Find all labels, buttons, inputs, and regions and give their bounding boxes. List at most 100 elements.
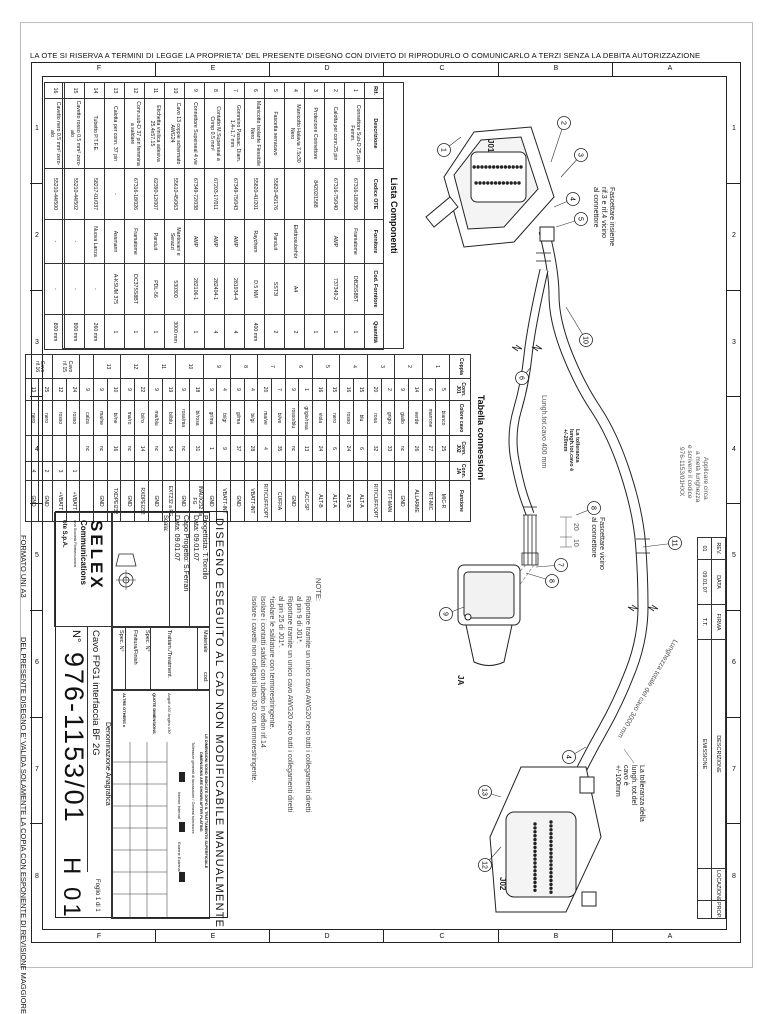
- component-cell: 2: [324, 82, 345, 99]
- connection-table-title: Tabella connessioni: [476, 394, 486, 481]
- connection-color: rosa: [367, 400, 382, 436]
- component-cell: 55610-45/063: [164, 168, 185, 220]
- component-cell: Conn.sub-D 37 pin femmina a saldare: [124, 98, 145, 169]
- pair-cell: [79, 354, 94, 379]
- connection-color: giallo: [394, 400, 409, 436]
- revision-header: DESCRIZIONE: [711, 639, 726, 869]
- connection-ja: [394, 461, 409, 481]
- pair-cell: Cavo rif.15: [52, 354, 80, 379]
- component-cell: 4: [224, 314, 245, 350]
- note-line: al pin 9 di J01*.: [295, 596, 302, 644]
- notes: NOTE: Riportare tramite un unico cavo AW…: [249, 578, 323, 812]
- connection-j02: 1: [203, 435, 217, 462]
- connection-ja: [422, 461, 436, 481]
- connection-color: bi/ne: [107, 400, 121, 436]
- connection-color: rosso: [52, 400, 67, 436]
- balloon-number: 6: [518, 376, 525, 380]
- balloon-callout: 11: [642, 536, 682, 550]
- balloon-callout: 7: [535, 558, 568, 572]
- applicare-line4: 976-1153/01HXX: [678, 447, 685, 497]
- toll-20-line1: La tolleranza: [574, 429, 580, 464]
- tolerance-others: ALTRE OTHERS ±: [122, 693, 127, 728]
- pin-icon: [511, 165, 515, 169]
- connection-color: ma/blu: [148, 400, 163, 436]
- component-cell: Raychem: [244, 219, 265, 264]
- component-cell: 6: [244, 82, 265, 99]
- zone-divider: [727, 609, 740, 611]
- component-cell: Cavo 13 coppie schermato AWG24: [164, 98, 185, 169]
- connection-func: ACC-SP: [298, 480, 313, 522]
- component-cell: 1: [124, 314, 145, 350]
- connection-j01: 5: [435, 378, 450, 401]
- balloon-number: 1: [440, 148, 447, 152]
- component-cell: 13: [104, 82, 125, 99]
- component-cell: 800 mm: [64, 314, 85, 350]
- component-cell: 67349-75/043: [224, 168, 245, 220]
- component-cell: 1: [184, 314, 205, 350]
- pin-icon: [549, 874, 553, 879]
- balloon-number: 3: [577, 153, 584, 157]
- tolerance-note-1: LE DIMENSIONI SONO INDICATE DOPO IL TRAT…: [204, 734, 208, 869]
- connection-color: bi/rosa: [189, 400, 204, 436]
- connection-j01: 14: [408, 378, 423, 401]
- pin-icon: [533, 830, 537, 834]
- pin-icon: [549, 820, 553, 824]
- connection-func: RIT/CUFF/OPT: [367, 480, 382, 522]
- component-cell: 84202/1588: [304, 168, 325, 220]
- toll-100-line4: +/-100mm: [614, 765, 621, 797]
- connection-j01: 10: [107, 378, 121, 401]
- component-cell: Framatome: [124, 219, 145, 264]
- component-cell: Panduit: [264, 219, 285, 264]
- connection-ja: 4: [25, 461, 39, 481]
- connection-ja: [93, 461, 108, 481]
- component-cell: 282106-1: [184, 263, 205, 315]
- connection-j02: 28: [244, 435, 258, 462]
- balloon-callout: 3: [560, 148, 588, 178]
- component-cell: Etichetta vinilica adesiva 25.4x57.15: [144, 98, 165, 169]
- connection-j02: 33: [381, 435, 395, 462]
- connection-j02: 16: [107, 435, 121, 462]
- pin-icon: [484, 165, 488, 169]
- connection-j02: 34: [162, 435, 176, 462]
- drawing-revision: H 01: [58, 857, 85, 920]
- pin-icon: [486, 181, 490, 185]
- connection-header: Conn. JA: [449, 461, 471, 481]
- pin-icon: [505, 181, 509, 185]
- connection-color: grigio/rosa: [298, 400, 313, 436]
- connection-color: nero: [25, 400, 39, 436]
- revision-header: DATA: [711, 559, 726, 605]
- pin-icon: [489, 181, 494, 185]
- component-cell: 400 mm: [244, 314, 265, 350]
- zone-number: 7: [732, 765, 736, 773]
- component-cell: Tubetto P.T.F.E.: [84, 98, 105, 169]
- cad-notice: DISEGNO ESEGUITO AL CAD NON MODIFICABILE…: [213, 518, 225, 929]
- pin-icon: [488, 165, 492, 169]
- connection-color: viola: [312, 400, 327, 436]
- zone-divider: [727, 182, 740, 184]
- connection-j02: 26: [408, 435, 423, 462]
- pin-icon: [533, 861, 537, 865]
- connection-header: Funzione: [449, 480, 471, 522]
- component-cell: Framatome: [344, 219, 365, 264]
- short-cable: [508, 268, 549, 516]
- pair-cell: 11: [148, 354, 176, 379]
- connection-j02: 13: [298, 435, 313, 462]
- note-line: al pin 25 di J01*.: [277, 596, 284, 648]
- connection-ja: [134, 461, 149, 481]
- pin-icon: [549, 859, 553, 863]
- zone-number: 3: [732, 338, 736, 346]
- connection-j01: 20: [257, 378, 272, 401]
- component-cell: -: [84, 263, 105, 315]
- connection-j01: 13: [25, 378, 39, 401]
- revision-cell: 01: [697, 537, 712, 560]
- pin-icon: [533, 857, 537, 861]
- applicare-line1: Applicare circa: [702, 457, 709, 500]
